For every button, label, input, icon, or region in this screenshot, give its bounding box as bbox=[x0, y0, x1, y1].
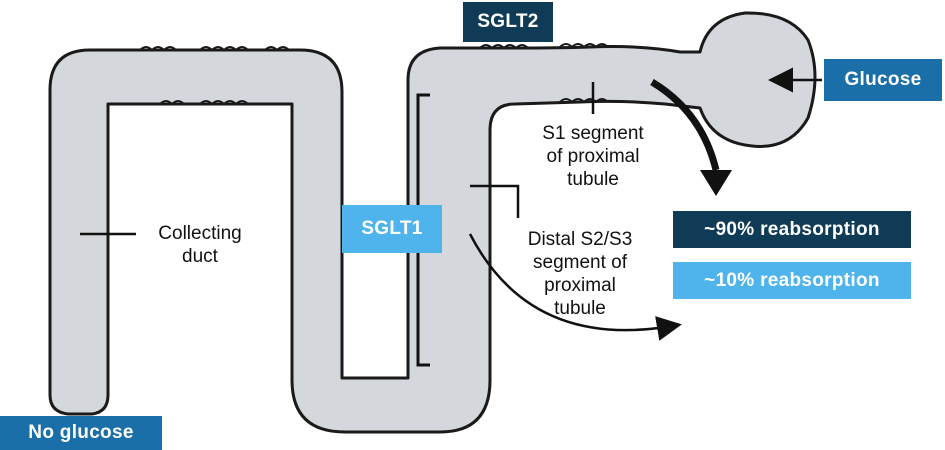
distal-line1: Distal S2/S3 bbox=[527, 229, 633, 250]
reabsorption-90-arrowhead bbox=[700, 170, 732, 196]
collecting-duct-line2: duct bbox=[182, 246, 218, 267]
s1-line3: tubule bbox=[567, 169, 619, 190]
s1-segment-label: S1 segment of proximal tubule bbox=[518, 122, 668, 191]
collecting-duct-label: Collecting duct bbox=[140, 222, 260, 268]
distal-line3: proximal bbox=[544, 275, 616, 296]
reabsorption-10-arrow bbox=[468, 233, 682, 341]
no-glucose-label: No glucose bbox=[0, 416, 162, 450]
reabsorption-90-arrow bbox=[650, 78, 720, 171]
reabsorption-10-label: ~10% reabsorption bbox=[673, 262, 911, 299]
distal-segment-label: Distal S2/S3 segment of proximal tubule bbox=[505, 228, 655, 320]
sglt1-label: SGLT1 bbox=[342, 205, 442, 253]
collecting-duct-line1: Collecting bbox=[158, 223, 242, 244]
s1-line2: of proximal bbox=[546, 146, 640, 167]
distal-line4: tubule bbox=[554, 298, 606, 319]
glucose-label: Glucose bbox=[824, 59, 942, 101]
distal-pointer bbox=[470, 184, 520, 218]
reabsorption-90-label: ~90% reabsorption bbox=[673, 211, 911, 248]
sglt2-label: SGLT2 bbox=[463, 2, 553, 42]
brush-border-top bbox=[139, 43, 609, 106]
s1-line1: S1 segment bbox=[542, 123, 644, 144]
distal-line2: segment of bbox=[533, 252, 627, 273]
